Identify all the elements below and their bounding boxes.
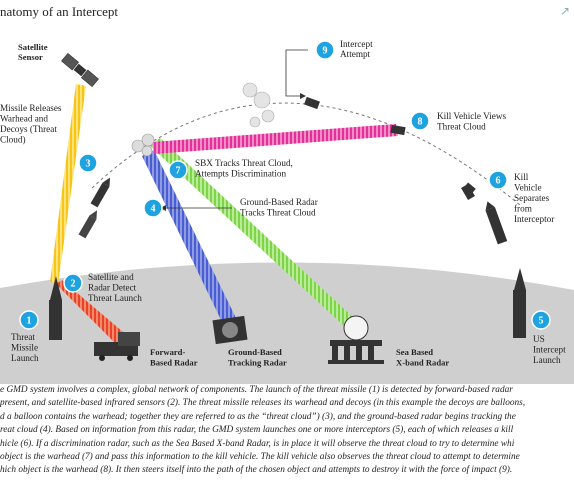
beam-kill-vehicle-magenta xyxy=(152,124,398,154)
forward-radar-icon xyxy=(94,332,140,361)
caption-line: hich object is the warhead (8). It then … xyxy=(0,465,513,476)
step-badge-9: 9 xyxy=(315,40,335,60)
earth-surface xyxy=(0,262,574,384)
threat-missile-icon xyxy=(49,276,62,340)
svg-text:6: 6 xyxy=(496,176,501,187)
caption-line: present, and satellite-based infrared se… xyxy=(0,398,526,409)
svg-text:8: 8 xyxy=(418,117,423,128)
beam-forward-radar-red xyxy=(56,280,130,346)
beam-satellite-yellow xyxy=(50,84,86,284)
kill-vehicle-separated-icon xyxy=(461,183,475,201)
step-badge-3: 3 xyxy=(78,153,98,173)
step-badge-6: 6 xyxy=(488,170,508,190)
satellite-icon xyxy=(61,52,99,88)
pointer-intercept xyxy=(285,49,308,97)
caption-line: e GMD system involves a complex, global … xyxy=(0,385,513,395)
svg-text:3: 3 xyxy=(86,159,91,170)
svg-text:1: 1 xyxy=(27,316,32,327)
kill-vehicle-icon xyxy=(464,182,476,194)
caption-line: reat cloud (4). Based on information fro… xyxy=(0,425,514,436)
svg-text:7: 7 xyxy=(176,166,181,177)
svg-text:9: 9 xyxy=(323,46,328,57)
interceptor-stage-icon xyxy=(485,201,508,245)
pointer-ground-radar-arrow xyxy=(160,205,166,211)
kill-vehicle-intercept-icon xyxy=(304,96,320,110)
pointer-intercept-arrow xyxy=(300,93,306,99)
external-link-icon: ↗ xyxy=(559,4,570,18)
intercept-cloud-icon xyxy=(242,82,275,128)
svg-text:5: 5 xyxy=(539,316,544,327)
threat-cloud-icon xyxy=(131,133,155,157)
svg-text:4: 4 xyxy=(151,204,156,215)
caption-line: object is the warhead (7) and pass this … xyxy=(0,452,520,463)
step-badge-5: 5 xyxy=(531,310,551,330)
step-badge-1: 1 xyxy=(19,310,39,330)
step-badges: 1 2 3 4 5 6 7 8 9 xyxy=(19,40,551,330)
decoy-icon xyxy=(78,210,97,239)
ground-tracking-radar-icon xyxy=(212,315,248,345)
step-badge-2: 2 xyxy=(63,273,83,293)
beam-ground-radar-blue xyxy=(142,150,236,322)
page-title: natomy of an Intercept xyxy=(0,4,119,19)
sea-based-radar-icon xyxy=(328,315,384,364)
kill-vehicle-views-icon xyxy=(390,124,406,136)
svg-text:2: 2 xyxy=(71,279,76,290)
figure-caption: e GMD system involves a complex, global … xyxy=(0,384,574,478)
step-badge-7: 7 xyxy=(168,160,188,180)
beam-sbx-green xyxy=(150,138,356,326)
label-forward-radar: Forward-Based Radar xyxy=(150,347,198,368)
interceptor-missile-icon xyxy=(513,268,526,338)
caption-line: hicle (6). If a discrimination radar, su… xyxy=(0,438,515,449)
step-badge-8: 8 xyxy=(410,111,430,131)
caption-line: d a balloon contains the warhead; togeth… xyxy=(0,411,516,422)
label-sbx-tracks: SBX Tracks Threat Cloud,Attempts Discrim… xyxy=(195,158,293,179)
warhead-icon xyxy=(90,177,110,208)
step-badge-4: 4 xyxy=(143,198,163,218)
